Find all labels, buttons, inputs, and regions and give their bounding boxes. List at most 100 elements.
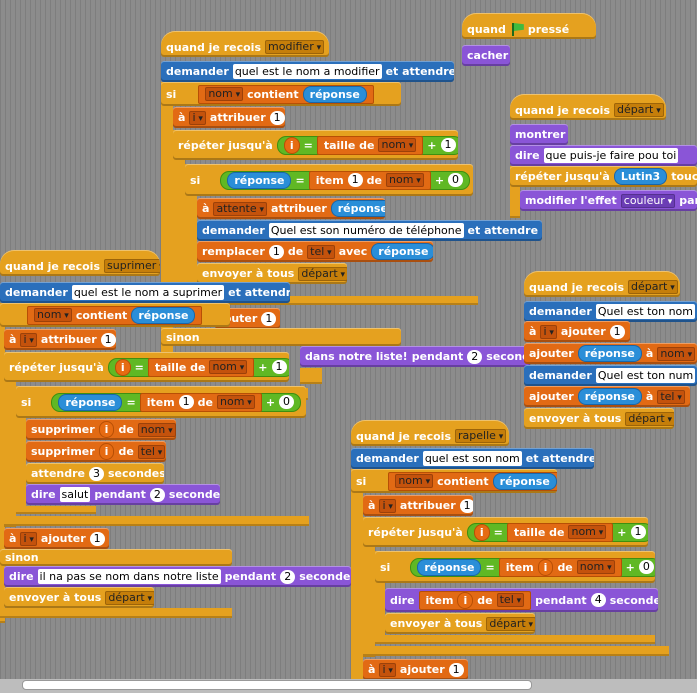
s1-attente-reponse[interactable]: réponse [330, 200, 385, 217]
s1-item-value[interactable]: 1 [347, 173, 363, 187]
s1-repeat-block[interactable]: répéter jusqu'à i = taille de nom + 1 [173, 130, 458, 160]
s4-ask2-block[interactable]: demander Quel est ton num [524, 365, 697, 386]
s3-delete2-i[interactable]: i [98, 443, 115, 460]
s2-sprite-dropdown[interactable]: Lutin3 [613, 168, 668, 185]
s5-broadcast-block[interactable]: envoyer à tous départ [385, 613, 535, 634]
s3-hat-block[interactable]: quand je recois suprimer [0, 250, 160, 276]
s5-add-value[interactable]: 1 [448, 662, 464, 677]
s3-say-secs[interactable]: 2 [149, 487, 165, 502]
s3-if2-zero[interactable]: 0 [279, 395, 295, 409]
s3-say2-block[interactable]: dire il na pas se nom dans notre liste p… [4, 566, 351, 587]
s4-i-dropdown[interactable]: i [540, 324, 557, 339]
s4-add-value[interactable]: 1 [609, 324, 625, 339]
s4-ask-text[interactable]: Quel est ton nom [595, 304, 695, 319]
s3-if2-reponse[interactable]: réponse [58, 393, 123, 411]
s5-set-value[interactable]: 1 [459, 498, 473, 513]
s3-i-reporter[interactable]: i [114, 358, 131, 376]
s3-say2-text[interactable]: il na pas se nom dans notre liste [37, 569, 221, 584]
s2-say-block[interactable]: dire que puis-je faire pou toi [510, 145, 697, 166]
s1-i-reporter[interactable]: i [283, 136, 300, 154]
s3-item-value[interactable]: 1 [178, 395, 194, 409]
s3-hat-dropdown[interactable]: suprimer [104, 259, 160, 273]
s3-sinon-block[interactable]: sinon [0, 549, 232, 566]
s3-add-value[interactable]: 1 [89, 531, 105, 546]
s4-add-tel-dropdown[interactable]: tel [657, 389, 685, 404]
s1-replace-block[interactable]: remplacer 1 de tel avec réponse [197, 241, 433, 262]
s3-add-block[interactable]: à i ajouter 1 [4, 528, 109, 549]
s4-hat-block[interactable]: quand je recois départ [524, 271, 680, 297]
s1-item-reporter[interactable]: item 1 de nom [308, 170, 431, 190]
s1-length-dropdown[interactable]: nom [378, 138, 417, 152]
s3-say-block[interactable]: dire salut pendant 2 secondes [26, 484, 220, 505]
s1-set-value[interactable]: 1 [269, 110, 285, 125]
s5-say-tel-dropdown[interactable]: tel [496, 593, 525, 607]
s5-if2-block[interactable]: si réponse = item i de nom + 0 [375, 551, 655, 583]
s5-add-block[interactable]: à i ajouter 1 [363, 659, 468, 680]
horizontal-scrollbar[interactable] [0, 679, 697, 693]
s3-broadcast-block[interactable]: envoyer à tous départ [4, 587, 154, 608]
s3-delete-nom-block[interactable]: supprimer i de nom [26, 419, 176, 440]
s3-item-reporter[interactable]: item 1 de nom [139, 392, 262, 412]
s1-hat-block[interactable]: quand je recois modifier [161, 31, 329, 57]
s3-delete-tel-block[interactable]: supprimer i de tel [26, 441, 166, 462]
s5-add-i-dropdown[interactable]: i [379, 662, 396, 677]
s4-broadcast-dropdown[interactable]: départ [625, 411, 674, 426]
s4-hat-dropdown[interactable]: départ [628, 280, 678, 294]
s2-hat-dropdown[interactable]: départ [614, 103, 664, 117]
s5-if2-zero[interactable]: 0 [638, 560, 654, 574]
s5-i-dropdown[interactable]: i [379, 498, 396, 513]
s1-length-reporter[interactable]: taille de nom [316, 135, 424, 155]
show-block[interactable]: montrer [510, 124, 568, 145]
s1-reponse-reporter[interactable]: réponse [302, 85, 367, 103]
s2-effect-block[interactable]: modifier l'effet couleur par [520, 190, 697, 211]
s1-set-block[interactable]: à i attribuer 1 [173, 107, 285, 128]
s5-repeat-block[interactable]: répéter jusqu'à i = taille de nom + 1 [363, 517, 648, 547]
s1-broadcast-dropdown[interactable]: départ [298, 266, 347, 281]
s3-reponse-reporter[interactable]: réponse [131, 306, 196, 324]
s3-say-text[interactable]: salut [59, 487, 91, 502]
s5-length-dropdown[interactable]: nom [568, 525, 607, 539]
s5-reponse-reporter[interactable]: réponse [492, 472, 557, 490]
hide-block[interactable]: cacher [462, 45, 510, 66]
s3-length-reporter[interactable]: taille de nom [147, 357, 255, 377]
s1-if2-block[interactable]: si réponse = item 1 de nom + 0 [185, 164, 473, 196]
s5-broadcast-dropdown[interactable]: départ [486, 616, 535, 631]
s5-nom-dropdown[interactable]: nom [395, 474, 434, 488]
s5-ask-text[interactable]: quel est son nom [422, 451, 522, 466]
s3-length-dropdown[interactable]: nom [209, 360, 248, 374]
s3-if2-block[interactable]: si réponse = item 1 de nom + 0 [16, 386, 306, 418]
s3-wait-block[interactable]: attendre 3 secondes [26, 463, 164, 484]
s4-ask-block[interactable]: demander Quel est ton nom [524, 301, 697, 322]
s4-add-tel-block[interactable]: ajouter réponse à tel [524, 386, 690, 407]
s5-item-i[interactable]: i [537, 558, 554, 576]
s1-nom-dropdown[interactable]: nom [205, 87, 244, 101]
s1-say-block[interactable]: dans notre liste! pendant 2 secondes [300, 346, 530, 367]
s3-ask-text[interactable]: quel est le nom a suprimer [71, 285, 225, 300]
s5-say-item-reporter[interactable]: item i de tel [418, 590, 532, 610]
s3-delete-nom-dropdown[interactable]: nom [137, 422, 176, 437]
s5-say-secs[interactable]: 4 [590, 593, 606, 607]
s4-add-nom-reponse[interactable]: réponse [577, 345, 642, 362]
s3-delete-tel-dropdown[interactable]: tel [137, 444, 166, 459]
s5-set-block[interactable]: à i attribuer 1 [363, 495, 473, 516]
s5-item-dropdown[interactable]: nom [576, 560, 615, 574]
scrollbar-thumb[interactable] [22, 680, 532, 690]
s1-ask-text[interactable]: quel est le nom a modifier [232, 64, 382, 79]
s3-delete-i[interactable]: i [98, 421, 115, 438]
s5-ask-block[interactable]: demander quel est son nom et attendre [351, 448, 594, 469]
s3-plus-value[interactable]: 1 [271, 360, 287, 374]
s4-add-nom-block[interactable]: ajouter réponse à nom [524, 343, 697, 364]
s3-nom-dropdown[interactable]: nom [34, 308, 72, 322]
s1-replace-dropdown[interactable]: tel [307, 244, 335, 259]
s5-if2-reponse[interactable]: réponse [417, 558, 482, 576]
s5-hat-dropdown[interactable]: rapelle [455, 429, 507, 443]
s5-plus-value[interactable]: 1 [630, 525, 646, 539]
s1-item-dropdown[interactable]: nom [386, 173, 424, 187]
s1-i-dropdown[interactable]: i [189, 110, 206, 125]
s2-hat-block[interactable]: quand je recois départ [510, 94, 666, 120]
s3-set-value[interactable]: 1 [100, 332, 116, 347]
s3-say2-secs[interactable]: 2 [280, 569, 296, 584]
s3-if-block[interactable]: nom contient réponse [0, 303, 230, 327]
s5-hat-block[interactable]: quand je recois rapelle [351, 420, 509, 446]
s3-repeat-block[interactable]: répéter jusqu'à i = taille de nom + 1 [4, 352, 289, 382]
